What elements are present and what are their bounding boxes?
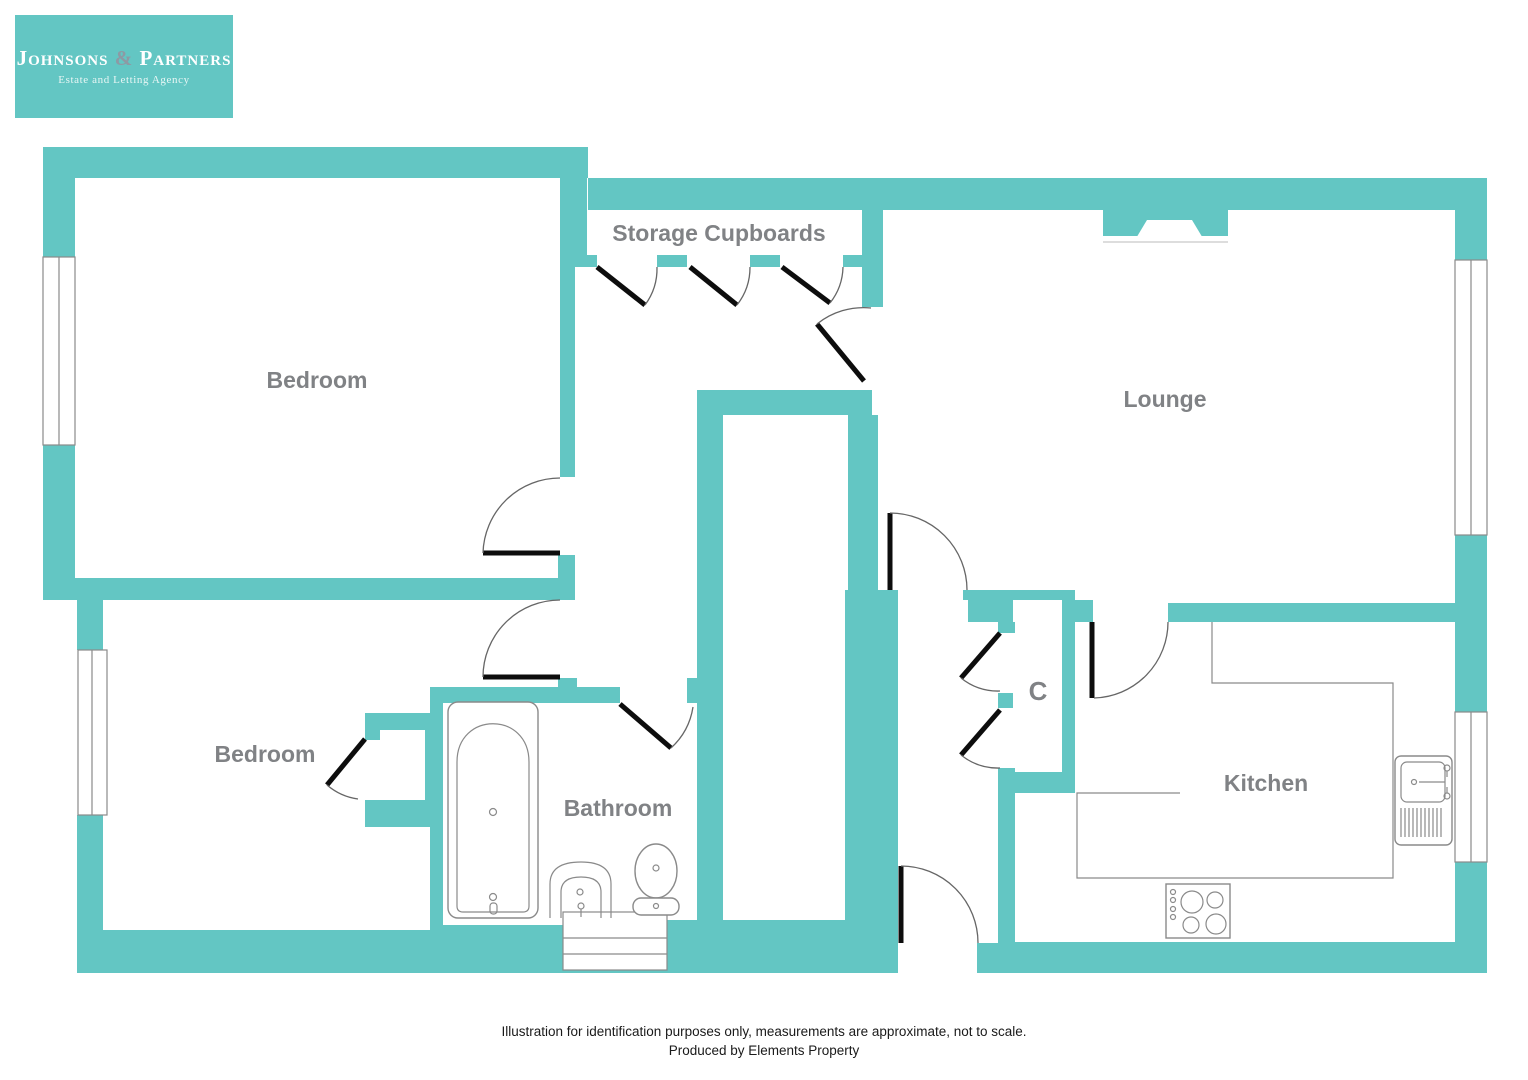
agency-name: Johnsons & Partners <box>16 45 232 70</box>
window-kitchen <box>1454 711 1488 863</box>
agency-logo: Johnsons & Partners Estate and Letting A… <box>15 15 233 118</box>
door-kitchen <box>1089 621 1169 699</box>
room-label-cupboard-c: C <box>1029 676 1048 706</box>
walls <box>43 147 1487 973</box>
footer-line-1: Illustration for identification purposes… <box>501 1024 1027 1039</box>
sink-drainer <box>1400 808 1442 837</box>
toilet <box>632 843 680 916</box>
bathtub <box>447 701 539 919</box>
agency-name-right: Partners <box>139 45 232 70</box>
windows <box>42 256 1488 971</box>
window-bedroom-2 <box>77 649 108 816</box>
door-storage-3 <box>780 265 844 305</box>
room-label-bedroom-1: Bedroom <box>267 367 368 393</box>
door-bedroom-2 <box>482 599 561 680</box>
window-bathroom <box>562 911 668 971</box>
fireplace <box>1103 210 1228 243</box>
door-lounge-west <box>887 512 968 591</box>
door-cupboard-c-top <box>959 631 1002 692</box>
window-lounge <box>1454 259 1488 536</box>
room-label-lounge: Lounge <box>1123 386 1206 412</box>
door-storage-2 <box>688 265 751 307</box>
door-bathroom <box>618 702 694 750</box>
door-lounge-hall <box>815 306 872 383</box>
door-bedroom2-cupboard <box>325 737 367 800</box>
window-bedroom-1 <box>42 256 76 446</box>
agency-name-ampersand: & <box>114 45 134 70</box>
door-cupboard-c-bottom <box>959 708 1002 769</box>
bathroom-sink <box>549 861 612 918</box>
hob <box>1165 883 1231 939</box>
room-label-storage-cupboards: Storage Cupboards <box>612 220 825 246</box>
door-storage-1 <box>595 265 658 307</box>
footer-disclaimer: Illustration for identification purposes… <box>0 1022 1528 1060</box>
footer-line-2: Produced by Elements Property <box>668 1043 860 1058</box>
door-bedroom-1 <box>482 477 561 556</box>
agency-subtitle: Estate and Letting Agency <box>58 74 190 87</box>
door-entry <box>898 865 979 944</box>
doors <box>325 265 1169 944</box>
kitchen-sink <box>1394 755 1453 846</box>
kitchen-counter <box>1076 622 1394 879</box>
room-label-bathroom: Bathroom <box>564 795 673 821</box>
room-label-kitchen: Kitchen <box>1224 770 1308 796</box>
agency-name-left: Johnsons <box>16 45 109 70</box>
room-label-bedroom-2: Bedroom <box>215 741 316 767</box>
